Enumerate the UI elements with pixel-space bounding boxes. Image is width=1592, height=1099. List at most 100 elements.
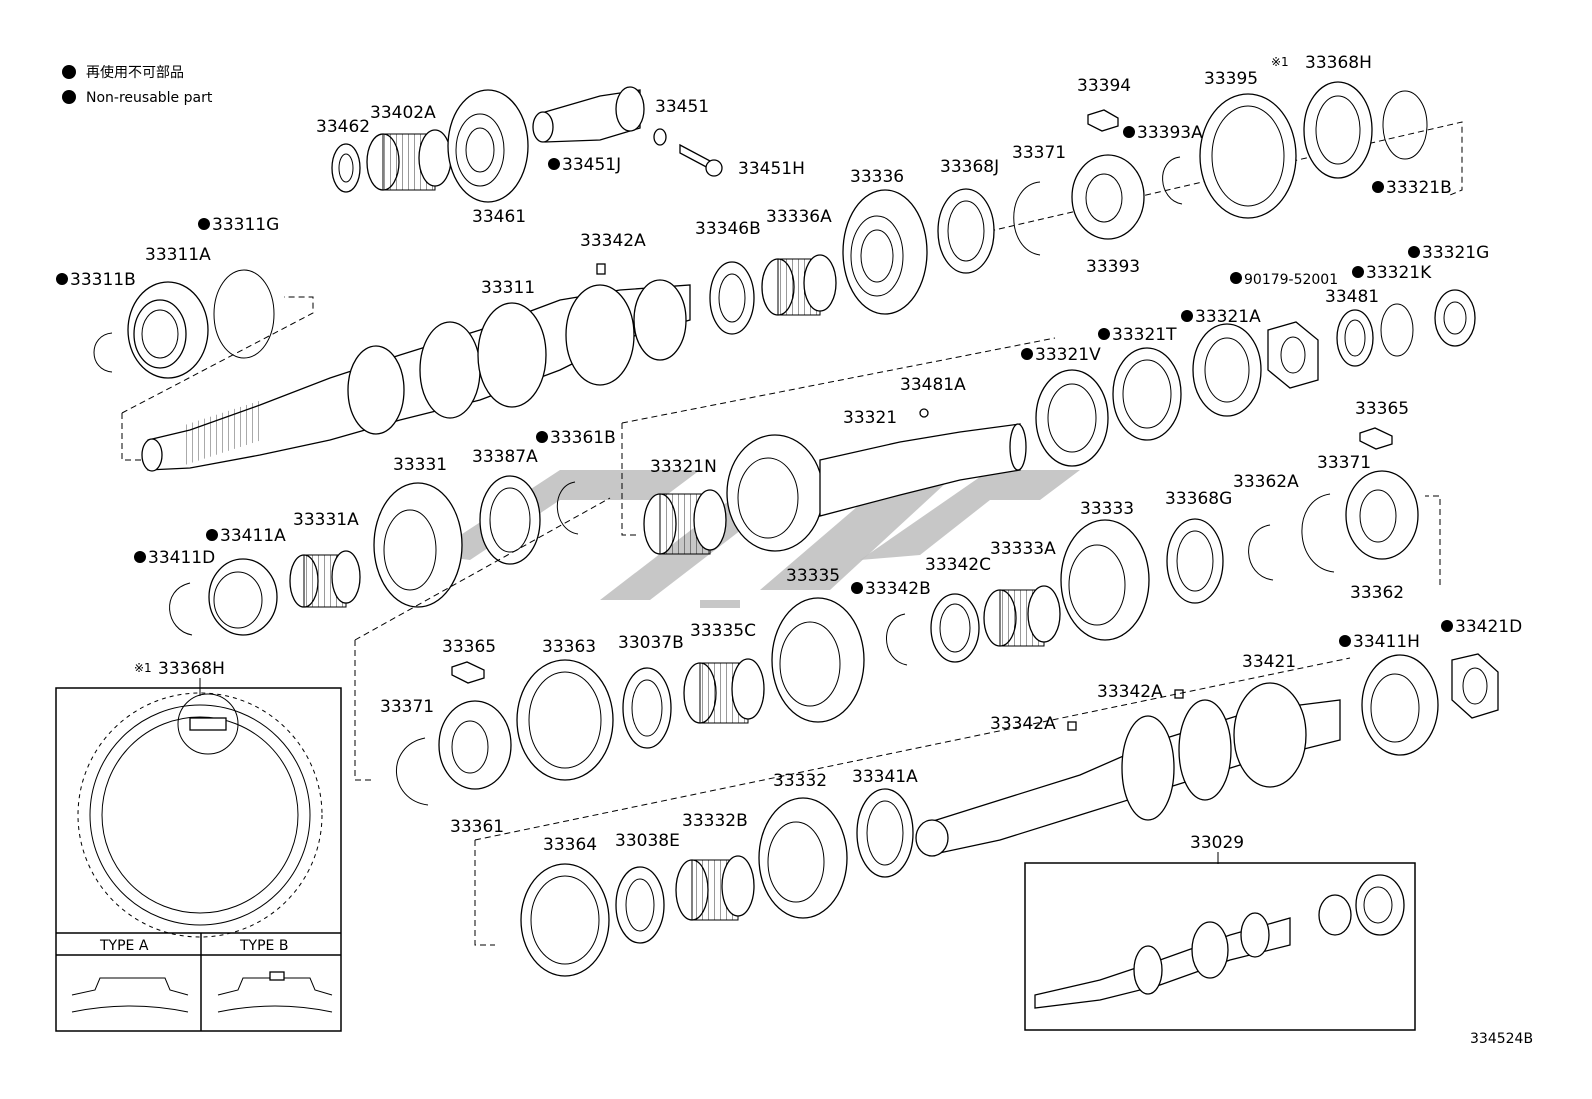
part-label-33364: 33364 xyxy=(543,835,597,855)
part-number-text: 33342C xyxy=(925,555,991,575)
part-label-33311A: 33311A xyxy=(145,245,211,265)
part-number-text: 33311B xyxy=(70,270,136,290)
non-reusable-bullet-icon xyxy=(1123,126,1135,138)
part-label-33421D: 33421D xyxy=(1441,617,1522,637)
type-b-label: TYPE B xyxy=(239,938,288,954)
part-label-33342A-low: 33342A xyxy=(990,714,1056,734)
part-label-33333: 33333 xyxy=(1080,499,1134,519)
part-number-text: 33361B xyxy=(550,428,616,448)
part-number-text: 33362 xyxy=(1350,583,1404,603)
bullet-icon xyxy=(62,65,76,79)
detail-frame xyxy=(55,687,342,1032)
part-number-text: 33368H xyxy=(1305,53,1372,73)
part-number-text: 33331A xyxy=(293,510,359,530)
part-label-33451H: 33451H xyxy=(738,159,805,179)
part-label-33421: 33421 xyxy=(1242,652,1296,672)
part-label-33371-top: 33371 xyxy=(1012,143,1066,163)
part-number-text: 33371 xyxy=(1317,453,1371,473)
part-number-text: 33364 xyxy=(543,835,597,855)
part-label-33411A: 33411A xyxy=(206,526,286,546)
part-label-33311B: 33311B xyxy=(56,270,136,290)
part-label-33371-mid: 33371 xyxy=(1317,453,1371,473)
part-label-33332B: 33332B xyxy=(682,811,748,831)
part-label-33321B: 33321B xyxy=(1372,178,1452,198)
synchro-ring-detail-box: ※1 33368H TYPE A TYPE B xyxy=(55,659,342,1032)
part-number-text: 33365 xyxy=(1355,399,1409,419)
part-number-text: 33365 xyxy=(442,637,496,657)
part-number-text: 33481A xyxy=(900,375,966,395)
part-label-33365-right: 33365 xyxy=(1355,399,1409,419)
non-reusable-bullet-icon xyxy=(206,529,218,541)
part-label-33342A-mid: 33342A xyxy=(1097,682,1163,702)
part-label-33363: 33363 xyxy=(542,637,596,657)
part-number-text: 33368J xyxy=(940,157,999,177)
part-label-33365-left: 33365 xyxy=(442,637,496,657)
part-label-33311: 33311 xyxy=(481,278,535,298)
part-number-text: 90179-52001 xyxy=(1244,272,1338,288)
part-label-33336A: 33336A xyxy=(766,207,832,227)
part-number-text: 33395 xyxy=(1204,69,1258,89)
part-label-33037B: 33037B xyxy=(618,633,684,653)
non-reusable-bullet-icon xyxy=(1352,266,1364,278)
part-number-text: 33402A xyxy=(370,103,436,123)
part-label-33368G: 33368G xyxy=(1165,489,1232,509)
part-label-33335: 33335 xyxy=(786,566,840,586)
part-label-33321T: 33321T xyxy=(1098,325,1177,345)
part-label-33371-low: 33371 xyxy=(380,697,434,717)
legend: 再使用不可部品 Non-reusable part xyxy=(62,64,213,106)
part-number-text: 33451J xyxy=(562,155,621,175)
part-label-33321N: 33321N xyxy=(650,457,717,477)
part-number-text: 33331 xyxy=(393,455,447,475)
part-number-text: 33461 xyxy=(472,207,526,227)
legend-line-2: Non-reusable part xyxy=(86,90,213,106)
part-number-text: 33311A xyxy=(145,245,211,265)
part-number-text: 33371 xyxy=(1012,143,1066,163)
part-number-text: 33411A xyxy=(220,526,286,546)
part-number-text: 33333 xyxy=(1080,499,1134,519)
non-reusable-bullet-icon xyxy=(548,158,560,170)
part-number-text: 33311 xyxy=(481,278,535,298)
upper-right-cluster xyxy=(709,81,1463,335)
part-number-text: 33451 xyxy=(655,97,709,117)
part-number-text: 33394 xyxy=(1077,76,1131,96)
diagram-code: 334524B xyxy=(1470,1031,1533,1047)
part-label-33321: 33321 xyxy=(843,408,897,428)
synchro-teeth xyxy=(77,692,323,938)
part-label-33393A: 33393A xyxy=(1123,123,1203,143)
part-number-text: 33342B xyxy=(865,579,931,599)
non-reusable-bullet-icon xyxy=(1230,272,1242,284)
part-label-33362A: 33362A xyxy=(1233,472,1299,492)
non-reusable-bullet-icon xyxy=(1021,348,1033,360)
part-number-text: 33037B xyxy=(618,633,684,653)
part-number-text: 33411D xyxy=(148,548,215,568)
part-label-33321A: 33321A xyxy=(1181,307,1261,327)
part-label-33402A: 33402A xyxy=(370,103,436,123)
part-label-33342C: 33342C xyxy=(925,555,991,575)
non-reusable-bullet-icon xyxy=(1441,620,1453,632)
non-reusable-bullet-icon xyxy=(198,218,210,230)
legend-line-1: 再使用不可部品 xyxy=(86,64,184,81)
part-label-33332: 33332 xyxy=(773,771,827,791)
part-number-text: 33481 xyxy=(1325,287,1379,307)
part-number-text: 33321T xyxy=(1112,325,1177,345)
part-label-33368J: 33368J xyxy=(940,157,999,177)
part-label-33361: 33361 xyxy=(450,817,504,837)
non-reusable-bullet-icon xyxy=(851,582,863,594)
part-number-text: 33038E xyxy=(615,831,680,851)
part-number-text: 33321N xyxy=(650,457,717,477)
bottom-gear-row xyxy=(474,657,1351,977)
assembly-box: 33029 xyxy=(1024,833,1416,1031)
part-number-text: 33321V xyxy=(1035,345,1101,365)
non-reusable-bullet-icon xyxy=(1408,246,1420,258)
part-label-33321K: 33321K xyxy=(1352,263,1432,283)
bullet-icon xyxy=(62,90,76,104)
part-number-text: 33321G xyxy=(1422,243,1489,263)
part-number-text: 33332 xyxy=(773,771,827,791)
part-label-90179-52001: 90179-52001 xyxy=(1230,272,1338,288)
part-number-text: 33321B xyxy=(1386,178,1452,198)
type-a-label: TYPE A xyxy=(99,938,149,954)
part-number-text: 33333A xyxy=(990,539,1056,559)
